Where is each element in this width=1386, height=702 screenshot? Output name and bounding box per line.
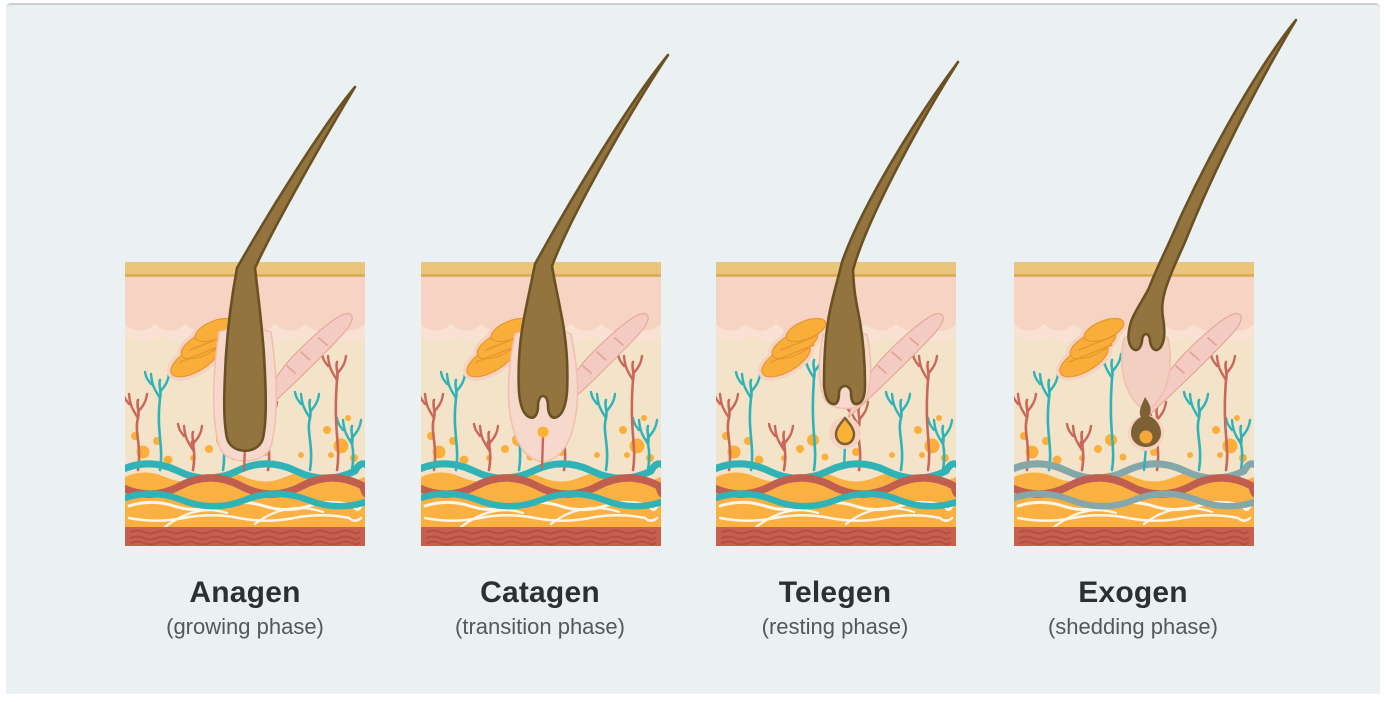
- phase-label-telogen: Telegen (resting phase): [685, 576, 985, 640]
- phase-name: Catagen: [480, 576, 600, 609]
- phase-sublabel: (transition phase): [455, 614, 625, 639]
- phase-sublabel: (resting phase): [761, 614, 909, 639]
- telogen-follicle-illustration: [716, 60, 960, 546]
- anagen-follicle-illustration: [125, 85, 365, 546]
- phase-sublabel: (shedding phase): [1047, 614, 1218, 639]
- exogen-follicle-illustration: [1014, 18, 1298, 546]
- phase-name: Exogen: [1078, 576, 1188, 609]
- phase-name: Telegen: [778, 576, 892, 609]
- catagen-follicle-illustration: [421, 53, 670, 546]
- phase-label-anagen: Anagen (growing phase): [95, 576, 395, 640]
- phase-sublabel: (growing phase): [166, 614, 324, 639]
- phase-label-exogen: Exogen (shedding phase): [983, 576, 1283, 640]
- phase-label-catagen: Catagen (transition phase): [390, 576, 690, 640]
- phase-name: Anagen: [189, 576, 301, 609]
